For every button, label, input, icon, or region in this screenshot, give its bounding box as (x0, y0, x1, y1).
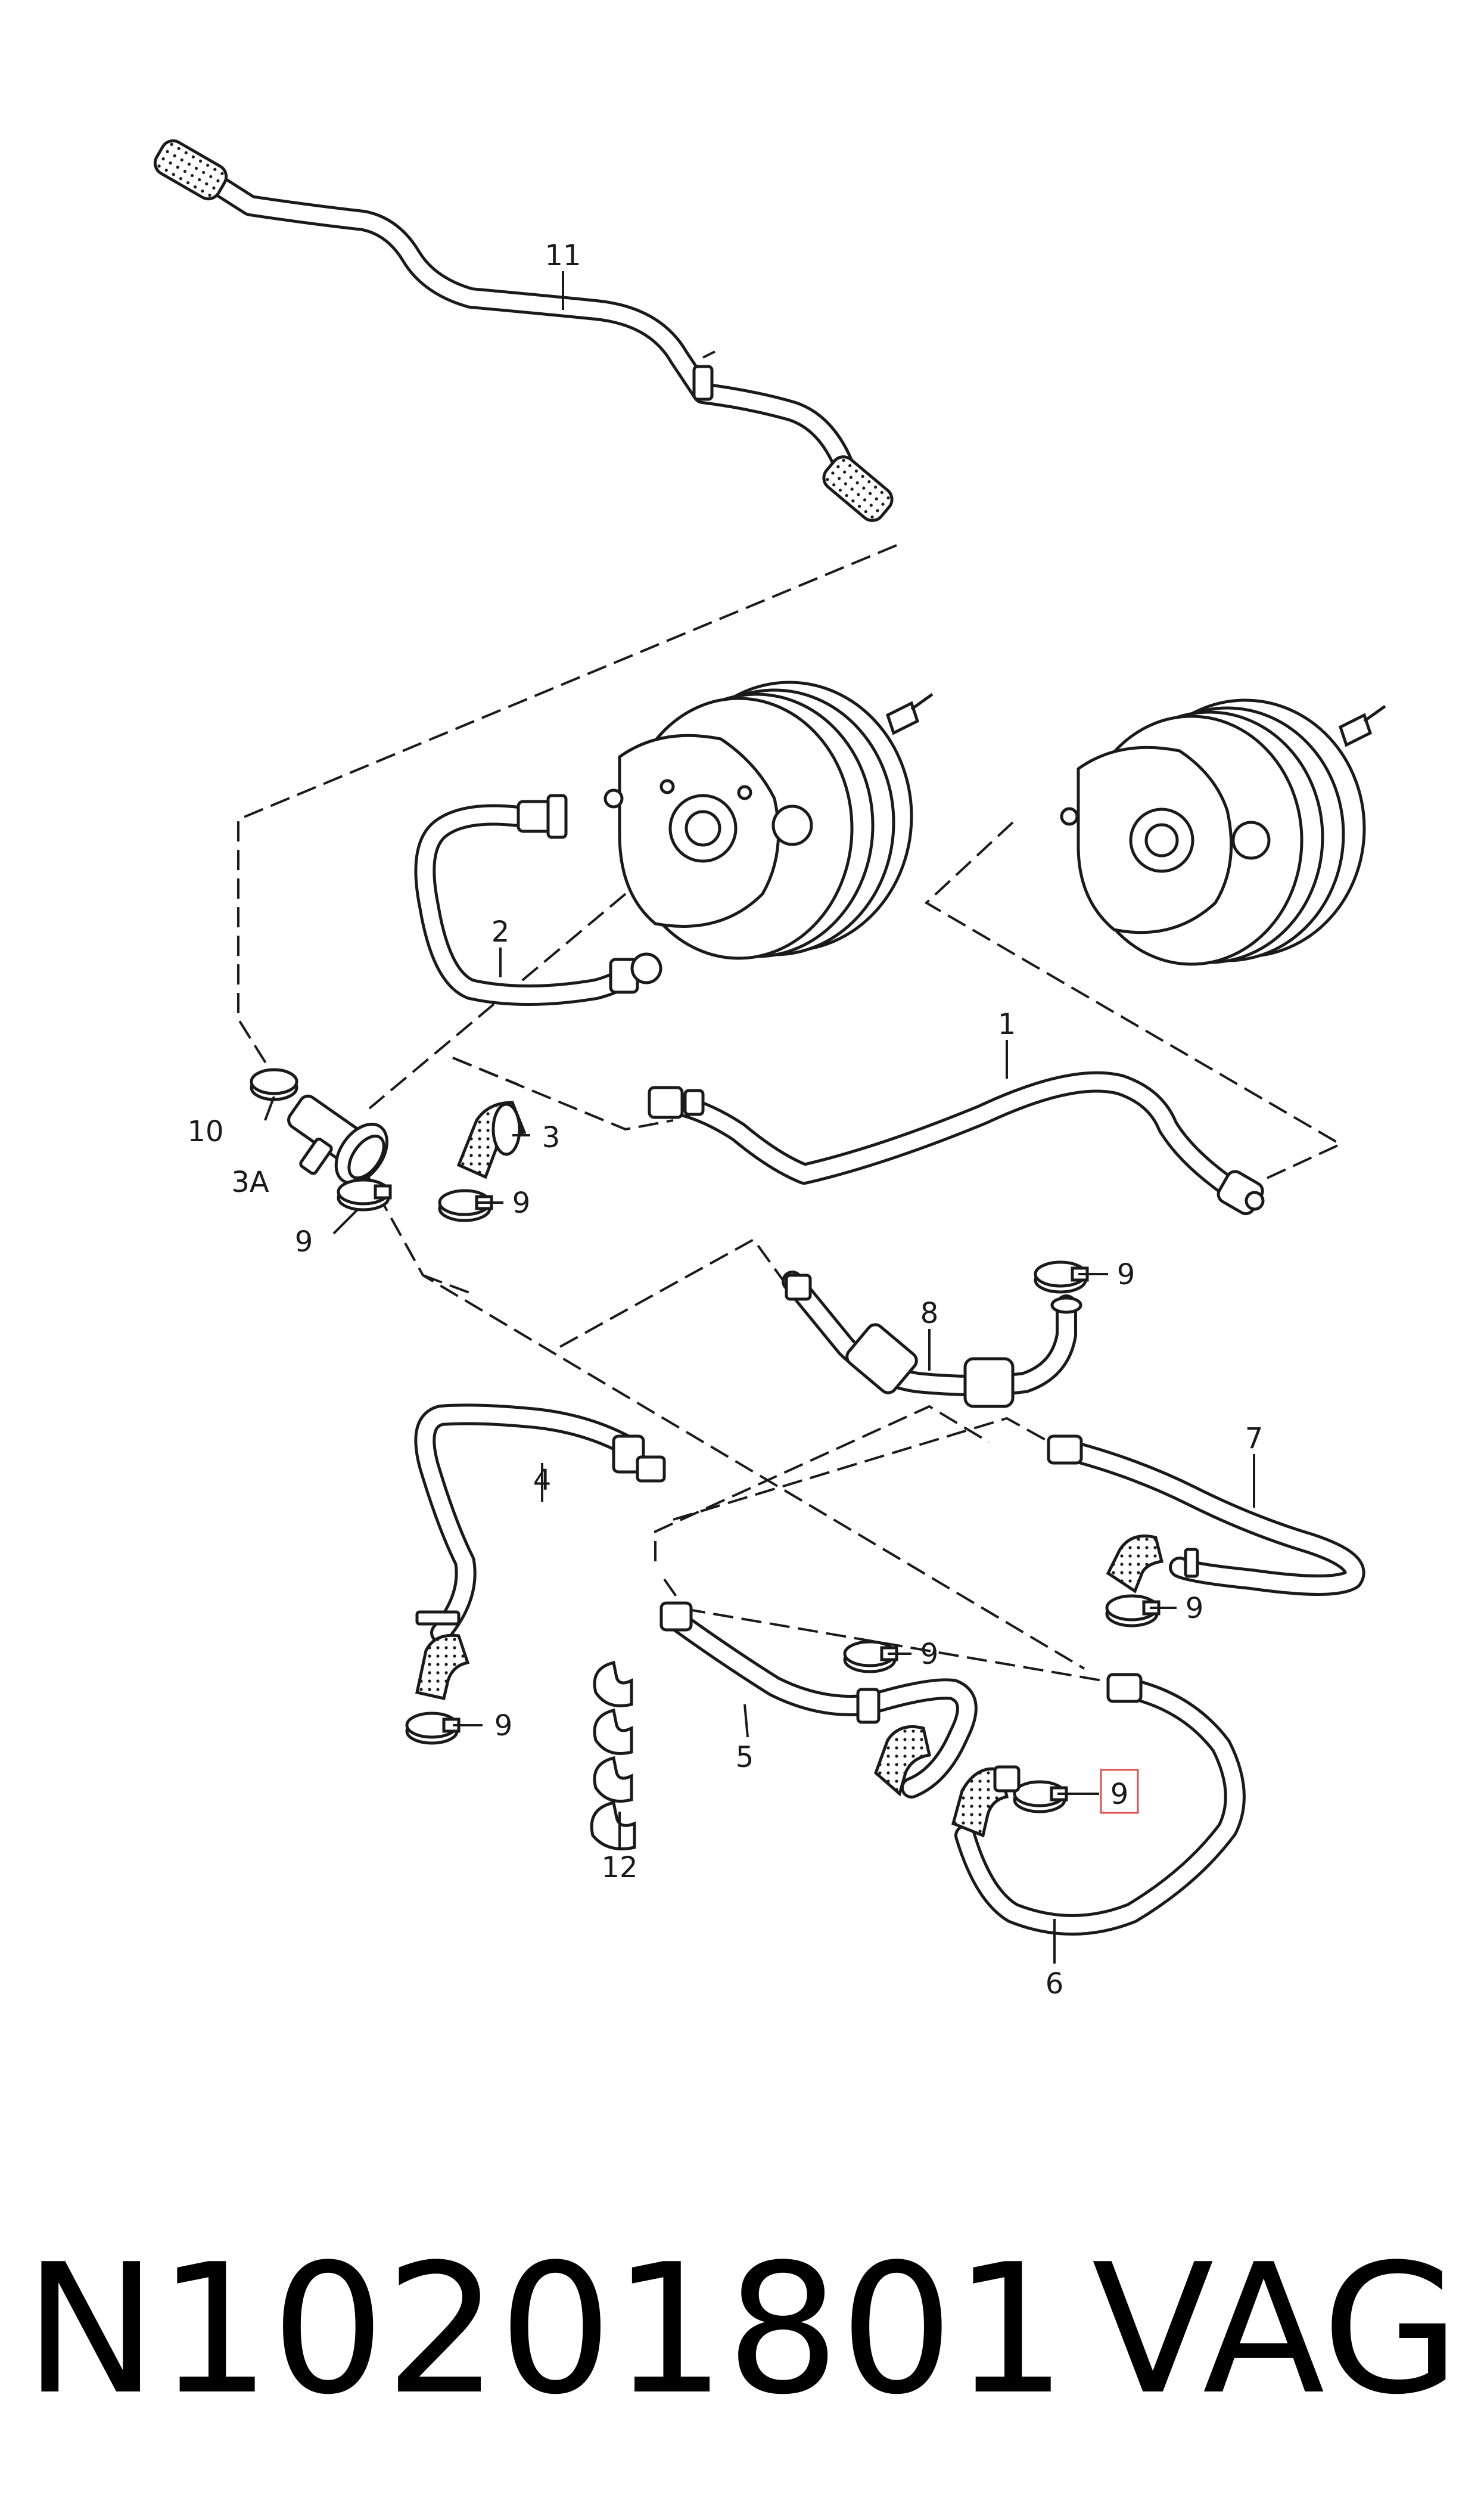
callout-5: 5 (736, 1741, 754, 1774)
part-1-vacuum-line[interactable] (648, 1071, 1270, 1220)
part-12-hose-clips[interactable] (590, 1660, 636, 1850)
part-2-booster-hose[interactable] (414, 794, 662, 1006)
part-3a-connector[interactable] (270, 1080, 397, 1202)
callout-7: 7 (1245, 1422, 1264, 1455)
part-8-check-valve-hose[interactable] (782, 1271, 1082, 1408)
highlight-box (1100, 1769, 1139, 1814)
callout-10: 10 (187, 1115, 223, 1148)
callout-9-e: 9 (920, 1638, 939, 1671)
part-11-long-vacuum-hose[interactable] (151, 136, 897, 526)
clamp-9-d[interactable] (1105, 1594, 1161, 1627)
clamp-9-e[interactable] (843, 1640, 898, 1673)
exploded-parts-diagram: 11 2 1 10 3A 3 9 9 9 8 7 4 9 9 9 5 9 12 … (151, 136, 1386, 2001)
part-10-clamp[interactable] (250, 1068, 298, 1101)
callout-9-c: 9 (1117, 1258, 1135, 1291)
callout-labels: 11 2 1 10 3A 3 9 9 9 8 7 4 9 9 9 5 9 12 … (187, 239, 1263, 2001)
clamp-9-g[interactable] (1013, 1780, 1068, 1813)
part-3-elbow[interactable] (456, 1101, 527, 1179)
part-5-vacuum-hose[interactable] (659, 1601, 978, 1799)
brake-booster-left (603, 681, 934, 960)
callout-3a: 3A (231, 1166, 269, 1199)
brand-label: VAG (1091, 2226, 1460, 2434)
callout-9-b: 9 (512, 1186, 531, 1220)
callout-2: 2 (491, 915, 510, 949)
part-7-vacuum-hose[interactable] (1047, 1434, 1365, 1596)
callout-1: 1 (998, 1008, 1016, 1041)
part-number: N10201801 (24, 2226, 1068, 2434)
callout-6: 6 (1046, 1967, 1064, 2001)
callout-leader-lines (264, 271, 1255, 1964)
callout-4: 4 (533, 1464, 552, 1497)
callout-9-a: 9 (295, 1225, 313, 1259)
footer: N10201801 VAG (0, 2205, 1484, 2455)
part-6-vacuum-hose[interactable] (951, 1673, 1246, 1936)
clamp-9-c[interactable] (1034, 1260, 1089, 1294)
callout-11: 11 (545, 239, 581, 272)
callout-9-highlighted: 9 (1110, 1778, 1129, 1811)
clamp-9-a[interactable] (337, 1178, 392, 1212)
part-4-vacuum-hose[interactable] (414, 1403, 666, 1700)
clamp-9-f[interactable] (405, 1712, 461, 1745)
brake-booster-right (1060, 698, 1386, 966)
callout-8: 8 (920, 1297, 939, 1330)
callout-9-f: 9 (494, 1709, 513, 1743)
callout-12: 12 (601, 1851, 637, 1884)
callout-9-d: 9 (1186, 1592, 1204, 1625)
callout-3: 3 (542, 1121, 561, 1154)
clamp-9-b[interactable] (438, 1189, 493, 1222)
